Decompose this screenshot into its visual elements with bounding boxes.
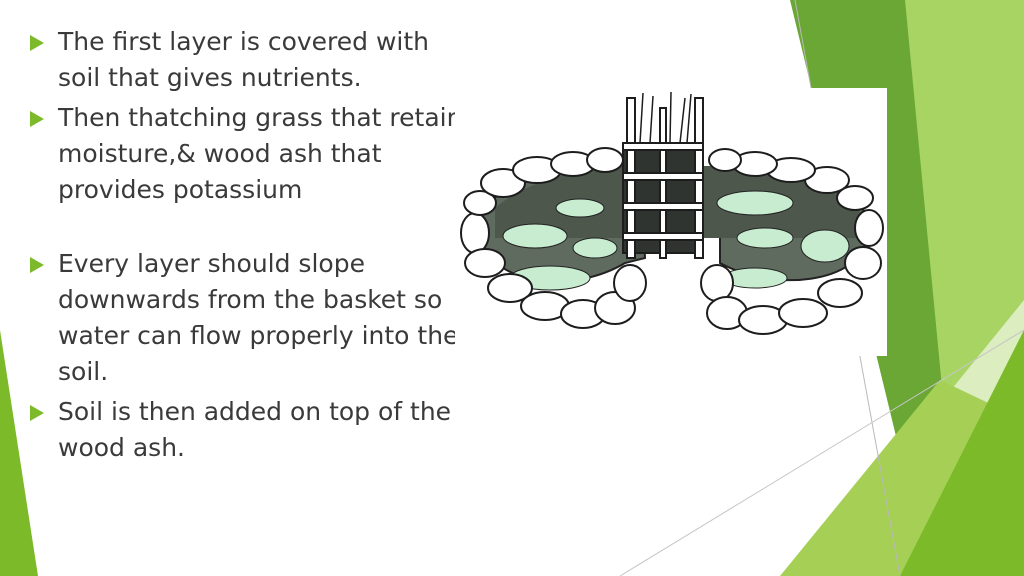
bullet-arrow-icon: [30, 257, 44, 273]
keyhole-garden-illustration: [455, 88, 887, 356]
bullet-arrow-icon: [30, 35, 44, 51]
bullet-item: Soil is then added on top of the wood as…: [28, 394, 478, 466]
deco-line-2: [619, 329, 1024, 576]
patch: [502, 223, 568, 249]
bullet-arrow-icon: [30, 405, 44, 421]
keyhole-garden-drawing: [460, 91, 884, 335]
bullet-item: Every layer should slope downwards from …: [28, 246, 478, 390]
bullet-item: The first layer is covered with soil tha…: [28, 24, 478, 96]
patch: [716, 190, 794, 216]
patch: [572, 237, 618, 259]
bullet-text: The first layer is covered with soil tha…: [58, 27, 430, 92]
deco-bottom-right: [900, 330, 1024, 576]
compost-basket: [622, 91, 704, 259]
bullet-text: Soil is then added on top of the wood as…: [58, 397, 452, 462]
stone-rim: [460, 147, 884, 335]
bullet-item: Then thatching grass that retains moistu…: [28, 100, 478, 208]
bullet-text: Then thatching grass that retains moistu…: [58, 103, 476, 204]
patch: [736, 227, 794, 249]
bullet-arrow-icon: [30, 111, 44, 127]
patch: [555, 198, 605, 218]
bullet-list: The first layer is covered with soil tha…: [28, 24, 478, 470]
bullet-text: Every layer should slope downwards from …: [58, 249, 459, 386]
patch: [800, 229, 850, 263]
deco-left-strip: [0, 330, 38, 576]
